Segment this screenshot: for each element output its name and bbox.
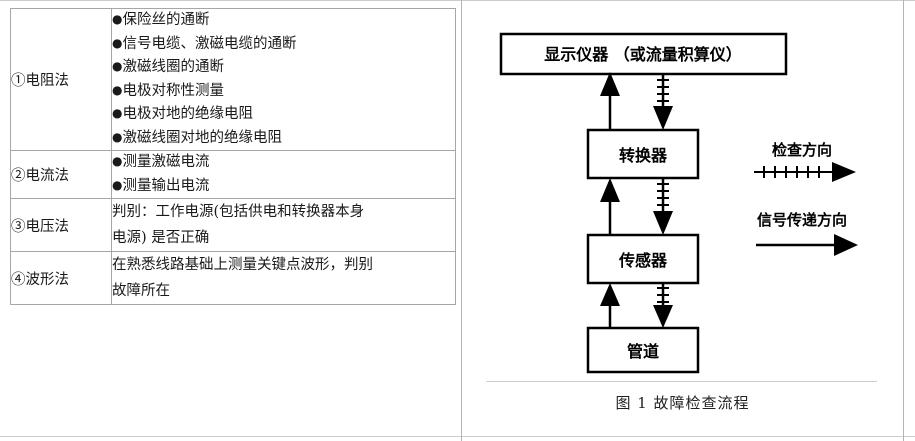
legend-inspection-direction: 检查方向 bbox=[754, 141, 856, 182]
list-item-label: 保险丝的通断 bbox=[122, 12, 210, 28]
page-top-rule bbox=[0, 0, 915, 1]
list-item: ●信号电缆、激磁电缆的通断 bbox=[112, 33, 455, 57]
table-row: ②电流法 ●测量激磁电流 ●测量输出电流 bbox=[10, 150, 456, 199]
method-name-cell: ③电压法 bbox=[10, 198, 112, 252]
list-item-label: 测量激磁电流 bbox=[122, 154, 210, 170]
caption-separator-rule bbox=[486, 381, 877, 382]
bullet-icon: ● bbox=[112, 154, 123, 168]
method-detail-cell: ●保险丝的通断 ●信号电缆、激磁电缆的通断 ●激磁线圈的通断 ●电极对称性测量 … bbox=[111, 8, 456, 151]
table-row: ④波形法 在熟悉线路基础上测量关键点波形，判别 故障所在 bbox=[10, 251, 456, 305]
page-bottom-rule bbox=[0, 436, 915, 437]
box-converter-label: 转换器 bbox=[619, 146, 668, 165]
methods-table-panel: ①电阻法 ●保险丝的通断 ●信号电缆、激磁电缆的通断 ●激磁线圈的通断 ●电极对… bbox=[10, 8, 456, 305]
list-item: ●电极对地的绝缘电阻 bbox=[112, 103, 455, 127]
fault-method-table: ①电阻法 ●保险丝的通断 ●信号电缆、激磁电缆的通断 ●激磁线圈的通断 ●电极对… bbox=[10, 8, 456, 305]
arrow-down-display-to-converter bbox=[653, 74, 673, 130]
bullet-icon: ● bbox=[112, 12, 123, 26]
method-name-cell: ④波形法 bbox=[10, 251, 112, 305]
arrow-down-sensor-to-pipeline bbox=[653, 283, 673, 328]
bullet-icon: ● bbox=[112, 59, 123, 73]
method-detail-cell: ●测量激磁电流 ●测量输出电流 bbox=[111, 150, 456, 199]
bullet-icon: ● bbox=[112, 35, 123, 50]
figure-caption: 图 1 故障检查流程 bbox=[615, 394, 750, 412]
method-detail-cell: 在熟悉线路基础上测量关键点波形，判别 故障所在 bbox=[111, 251, 456, 305]
list-item-label: 信号电缆、激磁电缆的通断 bbox=[122, 35, 297, 52]
list-item: ●激磁线圈对地的绝缘电阻 bbox=[112, 127, 455, 151]
panel-divider bbox=[461, 0, 462, 441]
list-item-label: 电极对地的绝缘电阻 bbox=[122, 106, 253, 122]
legend-inspection-direction-label: 检查方向 bbox=[772, 141, 832, 159]
table-row: ①电阻法 ●保险丝的通断 ●信号电缆、激磁电缆的通断 ●激磁线圈的通断 ●电极对… bbox=[10, 8, 456, 151]
bullet-icon: ● bbox=[112, 129, 123, 144]
box-sensor bbox=[586, 233, 700, 285]
bullet-icon: ● bbox=[112, 106, 123, 120]
method-name-cell: ②电流法 bbox=[10, 150, 112, 199]
table-row: ③电压法 判别：工作电源(包括供电和转换器本身 电源) 是否正确 bbox=[10, 198, 456, 252]
bullet-icon: ● bbox=[112, 82, 123, 97]
arrow-down-converter-to-sensor bbox=[653, 178, 673, 235]
box-pipeline bbox=[586, 326, 700, 374]
method-name-cell: ①电阻法 bbox=[10, 8, 112, 151]
box-sensor-label: 传感器 bbox=[618, 251, 668, 270]
box-converter bbox=[586, 128, 700, 180]
box-display-instrument-label: 显示仪器 （或流量积算仪） bbox=[544, 45, 742, 64]
method-detail-cell: 判别：工作电源(包括供电和转换器本身 电源) 是否正确 bbox=[111, 198, 456, 252]
page-right-rule bbox=[903, 0, 904, 441]
detail-line: 在熟悉线路基础上测量关键点波形，判别 bbox=[112, 257, 373, 273]
legend-signal-direction: 信号传递方向 bbox=[756, 211, 858, 256]
box-display-instrument bbox=[499, 32, 788, 76]
arrow-up-converter-to-display bbox=[600, 72, 620, 130]
flow-diagram-panel: 显示仪器 （或流量积算仪） 转换器 传感器 管道 bbox=[462, 0, 915, 441]
detail-line: 电源) 是否正确 bbox=[112, 230, 210, 246]
list-item-label: 激磁线圈的通断 bbox=[122, 59, 224, 75]
list-item: ●激磁线圈的通断 bbox=[112, 56, 455, 80]
detail-line: 故障所在 bbox=[112, 283, 170, 299]
list-item-label: 电极对称性测量 bbox=[122, 82, 224, 99]
fault-inspection-flow-diagram: 显示仪器 （或流量积算仪） 转换器 传感器 管道 bbox=[499, 32, 858, 374]
list-item-label: 测量输出电流 bbox=[122, 177, 210, 194]
bullet-icon: ● bbox=[112, 177, 123, 192]
list-item-label: 激磁线圈对地的绝缘电阻 bbox=[122, 129, 282, 146]
list-item: ●电极对称性测量 bbox=[112, 80, 455, 104]
arrow-up-sensor-to-converter bbox=[600, 178, 620, 235]
list-item: ●测量激磁电流 bbox=[112, 151, 455, 175]
arrow-up-pipeline-to-sensor bbox=[600, 283, 620, 328]
list-item: ●测量输出电流 bbox=[112, 175, 455, 199]
list-item: ●保险丝的通断 bbox=[112, 9, 455, 33]
box-pipeline-label: 管道 bbox=[627, 342, 659, 361]
legend-signal-direction-label: 信号传递方向 bbox=[757, 211, 847, 229]
detail-line: 判别：工作电源(包括供电和转换器本身 bbox=[112, 204, 365, 220]
